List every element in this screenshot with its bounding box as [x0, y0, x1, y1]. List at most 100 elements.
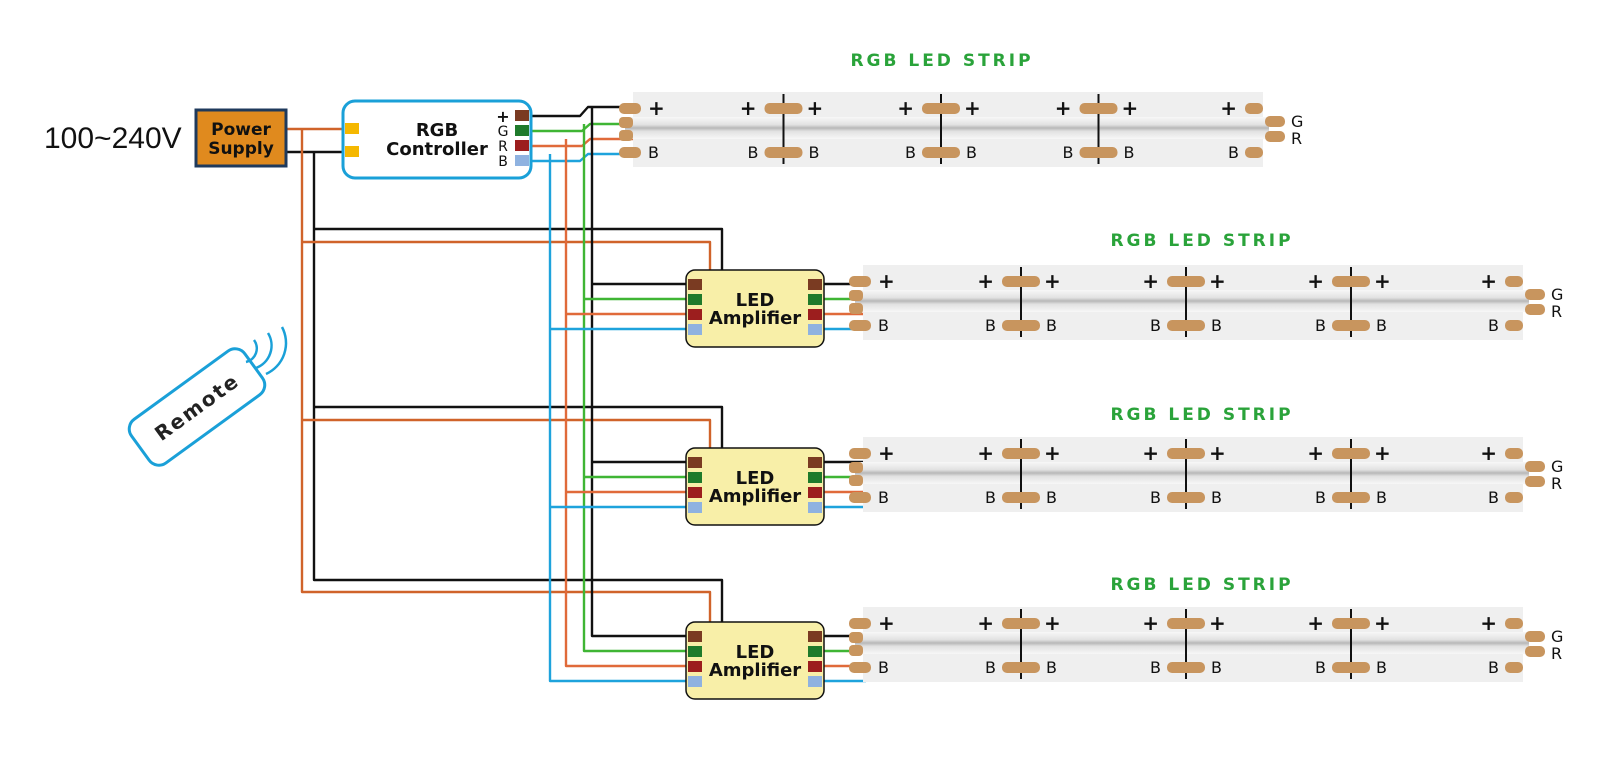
amplifier-output-pin: [808, 487, 822, 498]
strip-pad: [619, 130, 633, 141]
strip-b-label: B: [1063, 143, 1074, 162]
strip-g-label: G: [1551, 457, 1563, 476]
amplifier-input-pin: [688, 502, 702, 513]
strip-tube: [625, 117, 1269, 139]
strip-pad: [1167, 662, 1205, 673]
input-voltage-label: 100~240V: [44, 122, 182, 155]
strip-pad: [1332, 448, 1370, 459]
strip-b-label: B: [1315, 658, 1326, 677]
strip-pad: [1002, 320, 1040, 331]
strip-plus-label: +: [1374, 269, 1391, 293]
wire-ground-bus: [312, 152, 724, 622]
strip-plus-label: +: [1044, 611, 1061, 635]
strip-pad: [1505, 448, 1523, 459]
strip-r-label: R: [1291, 129, 1302, 148]
strip-plus-label: +: [897, 96, 914, 120]
strip-pad: [619, 147, 641, 158]
strip-pad: [849, 448, 871, 459]
strip-pad: [619, 103, 641, 114]
strip-b-label: B: [1376, 316, 1387, 335]
strip-plus-label: +: [1307, 269, 1324, 293]
strip-pad: [1505, 662, 1523, 673]
strip-r-label: R: [1551, 302, 1562, 321]
strip-b-label: B: [966, 143, 977, 162]
amplifier-body: [685, 447, 825, 526]
strip-plus-label: +: [648, 96, 665, 120]
power-supply: Power Supply: [194, 108, 288, 168]
wire-controller-g: [529, 122, 634, 133]
controller-label-line1: RGB: [416, 120, 458, 141]
strip-pad: [1167, 618, 1205, 629]
strip-pad: [1002, 662, 1040, 673]
strip-pad: [1245, 147, 1263, 158]
amplifier-output-pin: [808, 502, 822, 513]
amplifier-output-pin: [808, 309, 822, 320]
strip-b-label: B: [985, 488, 996, 507]
strip-b-label: B: [1211, 488, 1222, 507]
strip-title: RGB LED STRIP: [1110, 231, 1293, 251]
strip-pad: [922, 103, 960, 114]
strip-pad: [849, 492, 871, 503]
strip-b-label: B: [1046, 488, 1057, 507]
controller-pin-label-plus: +: [496, 107, 509, 126]
wire-power-bus: [300, 129, 712, 622]
strip-pad: [849, 645, 863, 656]
strip-b-label: B: [985, 316, 996, 335]
strip-b-label: B: [648, 143, 659, 162]
strip-b-label: B: [1488, 316, 1499, 335]
amplifier-output-pin: [808, 294, 822, 305]
strip-g-label: G: [1291, 112, 1303, 131]
strip-pad: [1002, 448, 1040, 459]
strip-pad: [1079, 103, 1118, 114]
strip-b-label: B: [748, 143, 759, 162]
strip-plus-label: +: [1480, 611, 1497, 635]
strip-b-label: B: [1150, 488, 1161, 507]
controller-input-terminal-1: [345, 123, 359, 134]
strip-pad: [849, 303, 863, 314]
strip-b-label: B: [1046, 658, 1057, 677]
strip-b-label: B: [1315, 316, 1326, 335]
strip-pad: [849, 290, 863, 301]
strip-r-label: R: [1551, 644, 1562, 663]
signal-wave-icon: [245, 339, 259, 364]
power-supply-label-line1: Power: [211, 120, 271, 140]
strip-plus-label: +: [1307, 441, 1324, 465]
strip-plus-label: +: [1374, 611, 1391, 635]
strip-pad: [1002, 618, 1040, 629]
strip-plus-label: +: [977, 611, 994, 635]
wire-ground-to-amplifier: [314, 227, 724, 270]
strip-pad: [1505, 492, 1523, 503]
strip-pad: [849, 632, 863, 643]
wires: [286, 105, 866, 683]
strip-b-label: B: [878, 488, 889, 507]
strip-pad: [1265, 116, 1285, 127]
strip-b-label: B: [1046, 316, 1057, 335]
wire-signal-plus-trunk: [590, 107, 688, 638]
strip-pad: [1167, 448, 1205, 459]
strip-pad: [1265, 131, 1285, 142]
strip-pad: [1525, 461, 1545, 472]
strip-b-label: B: [878, 658, 889, 677]
strip-plus-label: +: [1480, 269, 1497, 293]
strip-pad: [1525, 304, 1545, 315]
amplifier-label-line2: Amplifier: [709, 660, 801, 681]
strip-plus-label: +: [1142, 611, 1159, 635]
strip-b-label: B: [1376, 488, 1387, 507]
wire-controller-plus: [529, 105, 634, 118]
strip-b-label: B: [1150, 316, 1161, 335]
strip-b-label: B: [809, 143, 820, 162]
strip-plus-label: +: [1044, 269, 1061, 293]
strip-plus-label: +: [1374, 441, 1391, 465]
strip-b-label: B: [1315, 488, 1326, 507]
amplifier-input-pin: [688, 457, 702, 468]
strip-tube: [855, 290, 1529, 312]
amplifier-output-pin: [808, 661, 822, 672]
strip-plus-label: +: [964, 96, 981, 120]
strip-plus-label: +: [1220, 96, 1237, 120]
strip-plus-label: +: [1142, 269, 1159, 293]
wire-power-to-amplifier: [302, 418, 712, 448]
